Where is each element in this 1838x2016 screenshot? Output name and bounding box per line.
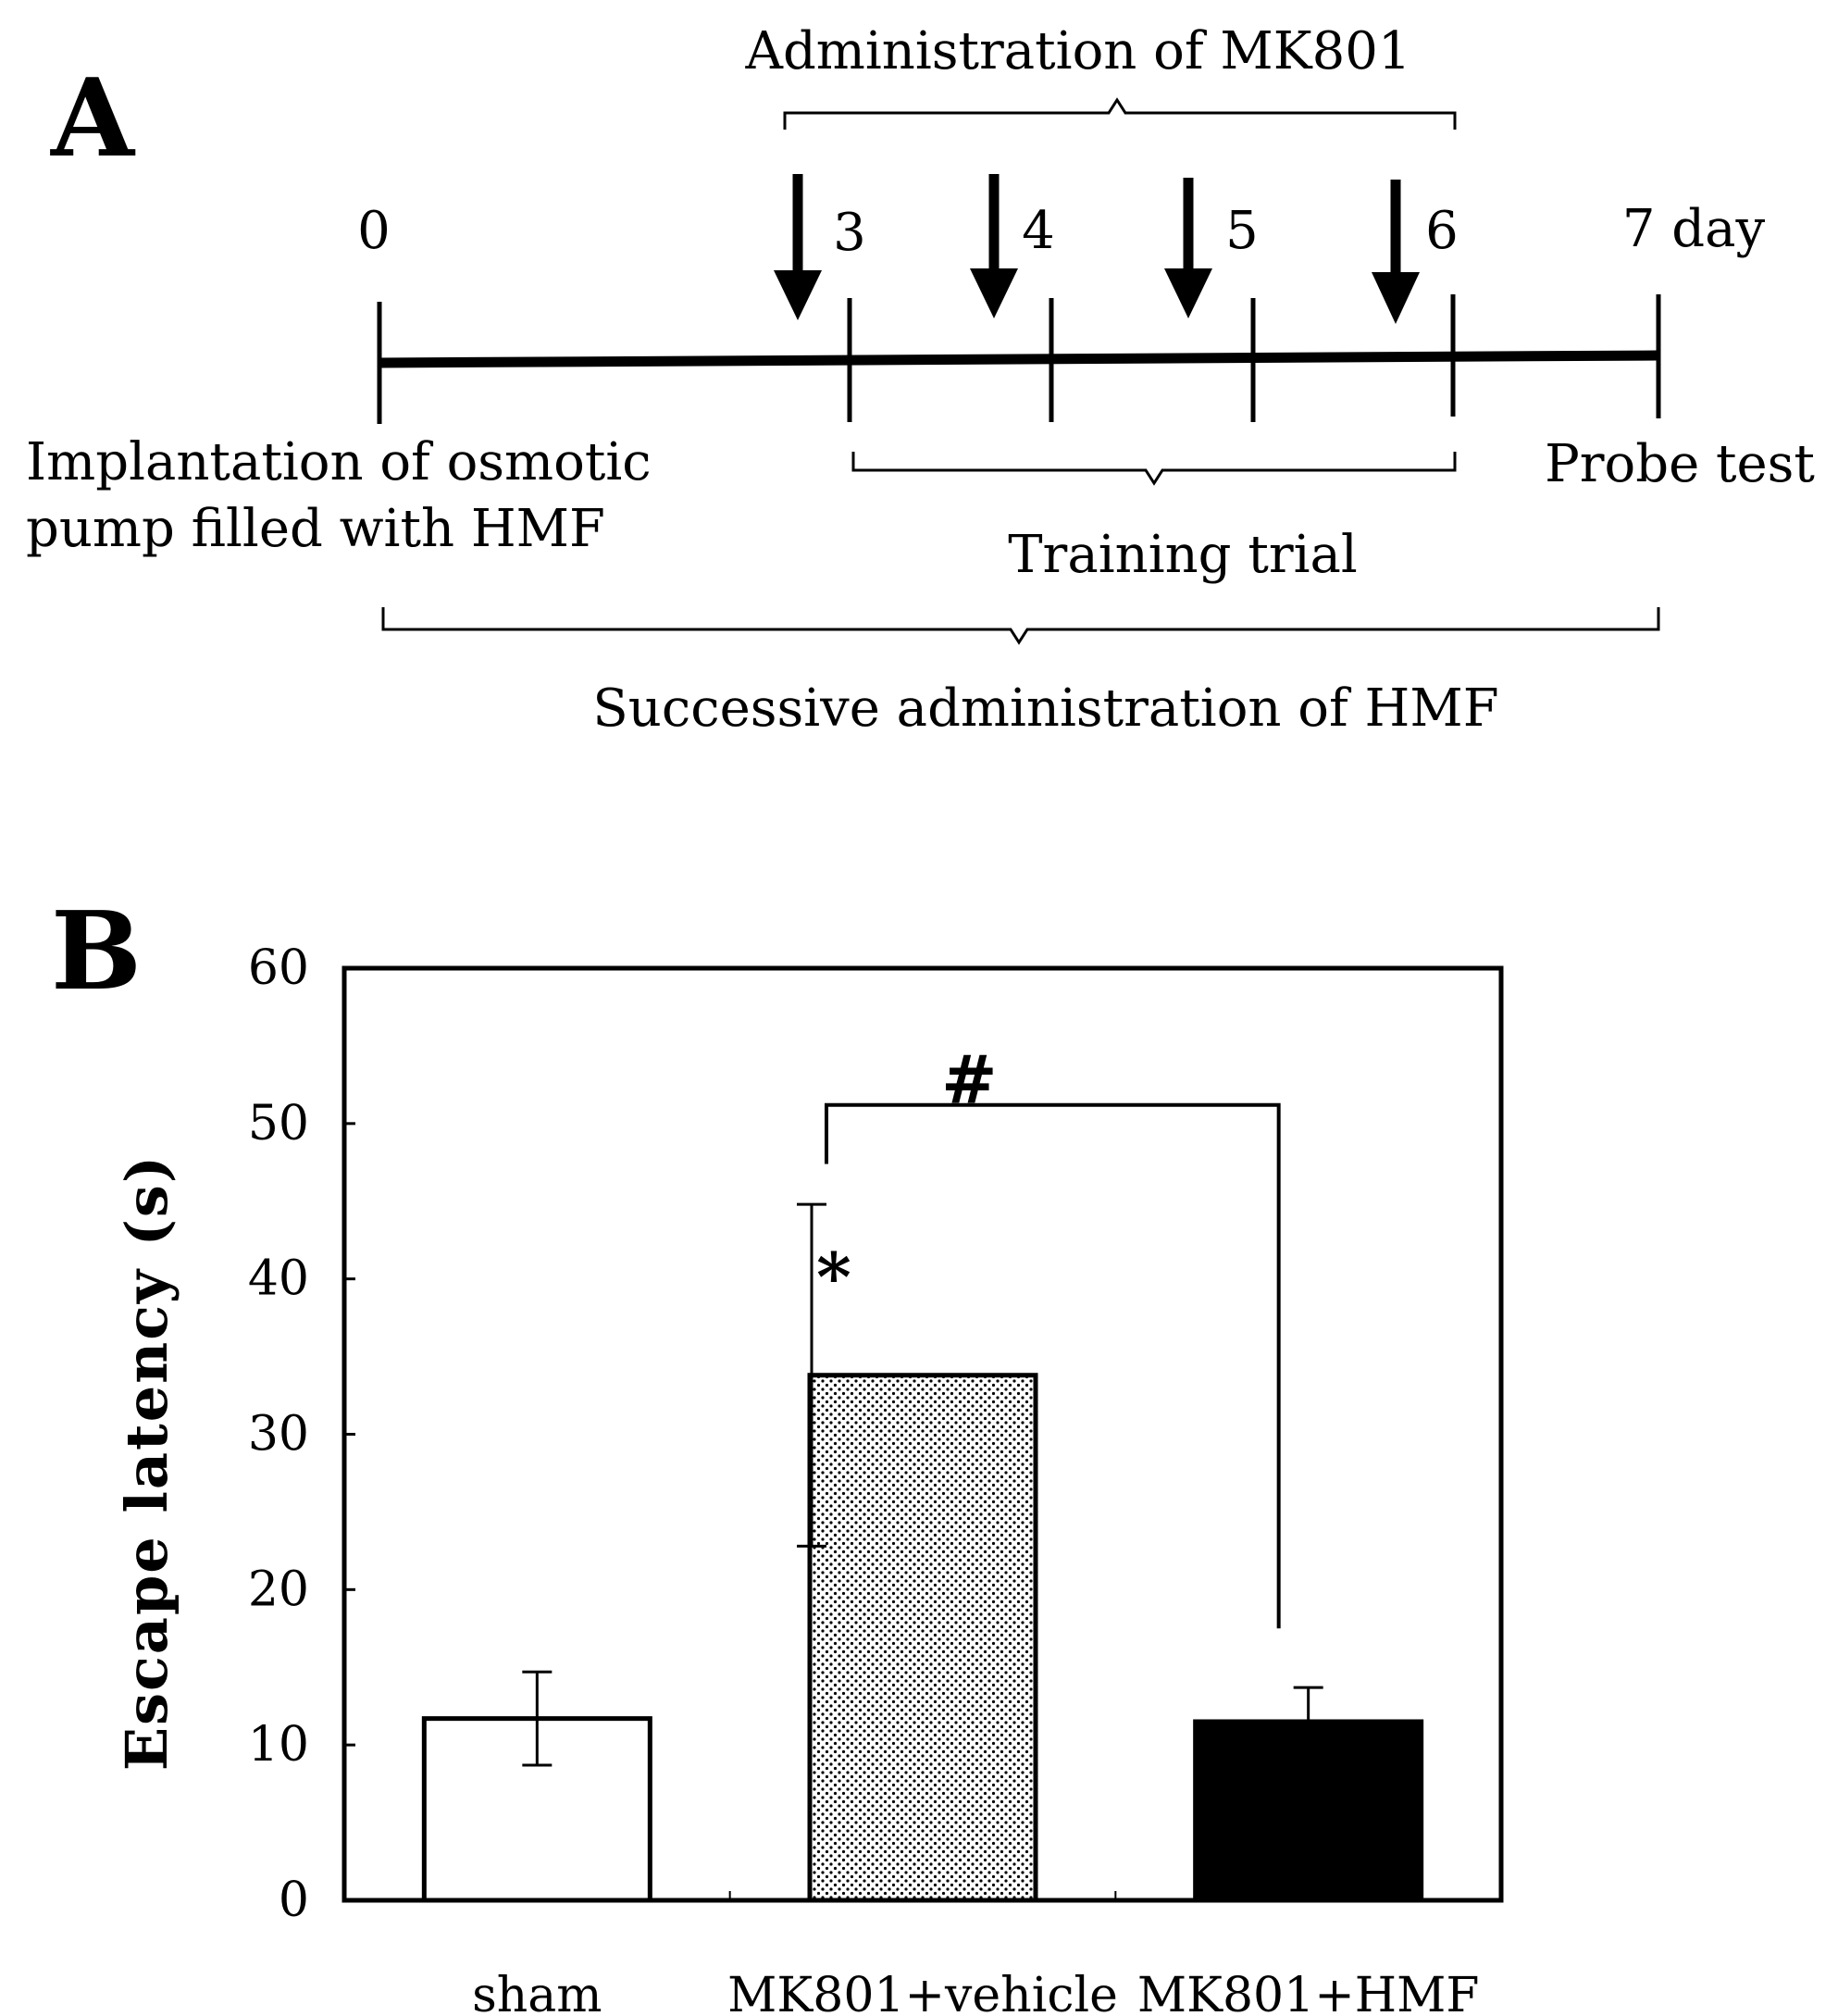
y-tick-label: 40	[248, 1251, 309, 1307]
bar-mk801-vehicle	[807, 1373, 1038, 1903]
significance-hash: #	[941, 1040, 997, 1119]
x-category-label: MK801+vehicle	[727, 1968, 1118, 2016]
y-tick-label: 30	[248, 1407, 309, 1462]
probe-test-text: Probe test	[1545, 434, 1815, 494]
bar-mk801-hmf	[1193, 1719, 1424, 1903]
mk801-arrow-2	[970, 174, 1018, 318]
y-axis-label: Escape latency (s)	[113, 1154, 180, 1771]
hmf-brace	[381, 607, 1660, 645]
day-label-7: 7 day	[1622, 199, 1766, 259]
y-tick-label: 60	[248, 940, 309, 996]
panel-a-label: A	[50, 56, 136, 181]
plot-area: 0 10 20 30 40 50 60 sham MK801+vehicle MK801+HMF *…	[248, 940, 1504, 2016]
implantation-text-line1: Implantation of osmotic	[26, 432, 652, 492]
x-category-label: MK801+HMF	[1137, 1968, 1480, 2016]
top-brace	[783, 97, 1457, 130]
mk801-arrow-1	[774, 174, 822, 320]
y-tick-label: 50	[248, 1096, 309, 1151]
day-label-5: 5	[1225, 201, 1259, 261]
top-brace-text: Administration of MK801	[745, 21, 1411, 81]
panel-b-label: B	[51, 889, 142, 1014]
y-tick-label: 0	[279, 1873, 309, 1928]
panel-b-chart: B Escape latency (s) 0 10 20 30 40 50 60 sham MK…	[51, 889, 1504, 2016]
implantation-text-line2: pump filled with HMF	[26, 499, 605, 559]
y-tick-label: 20	[248, 1562, 309, 1617]
successive-hmf-text: Successive administration of HMF	[592, 678, 1498, 739]
mk801-arrow-3	[1164, 178, 1212, 318]
y-tick-label: 10	[248, 1717, 309, 1773]
training-brace	[851, 452, 1457, 486]
significance-bracket	[825, 1102, 1281, 1629]
panel-a-timeline: A Administration of MK801 0 3 4 5 6 7 da…	[26, 21, 1815, 739]
day-label-6: 6	[1425, 201, 1459, 261]
significance-star: *	[816, 1238, 851, 1316]
x-category-label: sham	[472, 1968, 602, 2016]
day-label-0: 0	[357, 201, 391, 261]
day-label-3: 3	[833, 203, 866, 263]
mk801-arrow-4	[1372, 180, 1420, 324]
day-label-4: 4	[1022, 201, 1055, 261]
timeline-axis	[379, 350, 1658, 368]
training-trial-text: Training trial	[1008, 525, 1358, 585]
